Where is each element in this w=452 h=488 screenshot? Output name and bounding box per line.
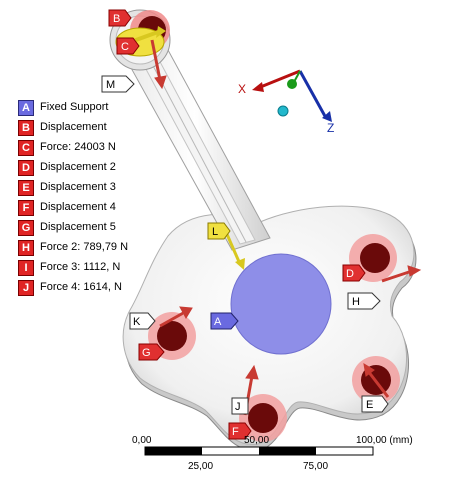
legend-swatch: J [18, 280, 34, 296]
legend-label: Force 4: 1614, N [40, 281, 122, 293]
callout-g[interactable]: G [138, 343, 165, 361]
origin-sphere-icon [277, 105, 289, 117]
fixed-support-face[interactable] [230, 253, 332, 355]
callout-m[interactable]: M [101, 75, 135, 93]
callout-l[interactable]: L [207, 222, 231, 240]
legend-swatch: B [18, 120, 34, 136]
legend-swatch: E [18, 180, 34, 196]
callout-letter: F [232, 426, 239, 438]
callout-c[interactable]: C [116, 37, 140, 55]
callout-letter: M [106, 79, 115, 91]
callout-d[interactable]: D [342, 264, 366, 282]
legend-swatch: C [18, 140, 34, 156]
legend-label: Displacement [40, 121, 107, 133]
callout-a[interactable]: A [210, 312, 239, 330]
legend-label: Fixed Support [40, 101, 109, 113]
z-axis-label: Z [327, 121, 334, 135]
callout-letter: J [235, 401, 241, 413]
part-geometry[interactable] [109, 9, 417, 451]
callout-letter: C [121, 41, 129, 53]
x-axis-label: X [238, 82, 246, 96]
scale-label-100: 100,00 (mm) [356, 435, 413, 446]
scale-bar: 0,00 50,00 100,00 (mm) 25,00 75,00 [132, 435, 413, 472]
callout-letter: G [142, 347, 151, 359]
callout-letter: A [214, 316, 222, 328]
callout-j[interactable]: J [231, 397, 249, 415]
callout-b[interactable]: B [108, 9, 132, 27]
force-l-arrow [224, 231, 245, 270]
legend-swatch: F [18, 200, 34, 216]
callout-letter: D [346, 268, 354, 280]
legend-label: Force: 24003 N [40, 141, 116, 153]
callout-letter: E [366, 399, 373, 411]
callout-e[interactable]: E [361, 395, 389, 413]
legend-swatch: D [18, 160, 34, 176]
legend-label: Displacement 2 [40, 161, 116, 173]
callout-f[interactable]: F [228, 422, 252, 440]
displacement-f-hole[interactable] [239, 394, 287, 442]
legend-swatch: G [18, 220, 34, 236]
legend-swatch: I [18, 260, 34, 276]
legend-label: Displacement 3 [40, 181, 116, 193]
scale-label-75: 75,00 [303, 461, 328, 472]
legend-label: Force 3: 1112, N [40, 261, 121, 273]
legend-label: Displacement 4 [40, 201, 116, 213]
callout-letter: K [133, 316, 141, 328]
scale-label-50: 50,00 [244, 435, 269, 446]
callout-letter: H [352, 296, 360, 308]
y-axis-icon [287, 79, 297, 89]
callout-h[interactable]: H [347, 292, 381, 310]
legend-label: Displacement 5 [40, 221, 116, 233]
legend-label: Force 2: 789,79 N [40, 241, 129, 253]
coordinate-triad[interactable]: X Z [238, 69, 334, 135]
callout-letter: L [212, 226, 218, 238]
scale-label-0: 0,00 [132, 435, 152, 446]
legend-swatch: A [18, 100, 34, 116]
callout-letter: B [113, 13, 120, 25]
callout-k[interactable]: K [129, 312, 156, 330]
scale-label-25: 25,00 [188, 461, 213, 472]
legend-swatch: H [18, 240, 34, 256]
